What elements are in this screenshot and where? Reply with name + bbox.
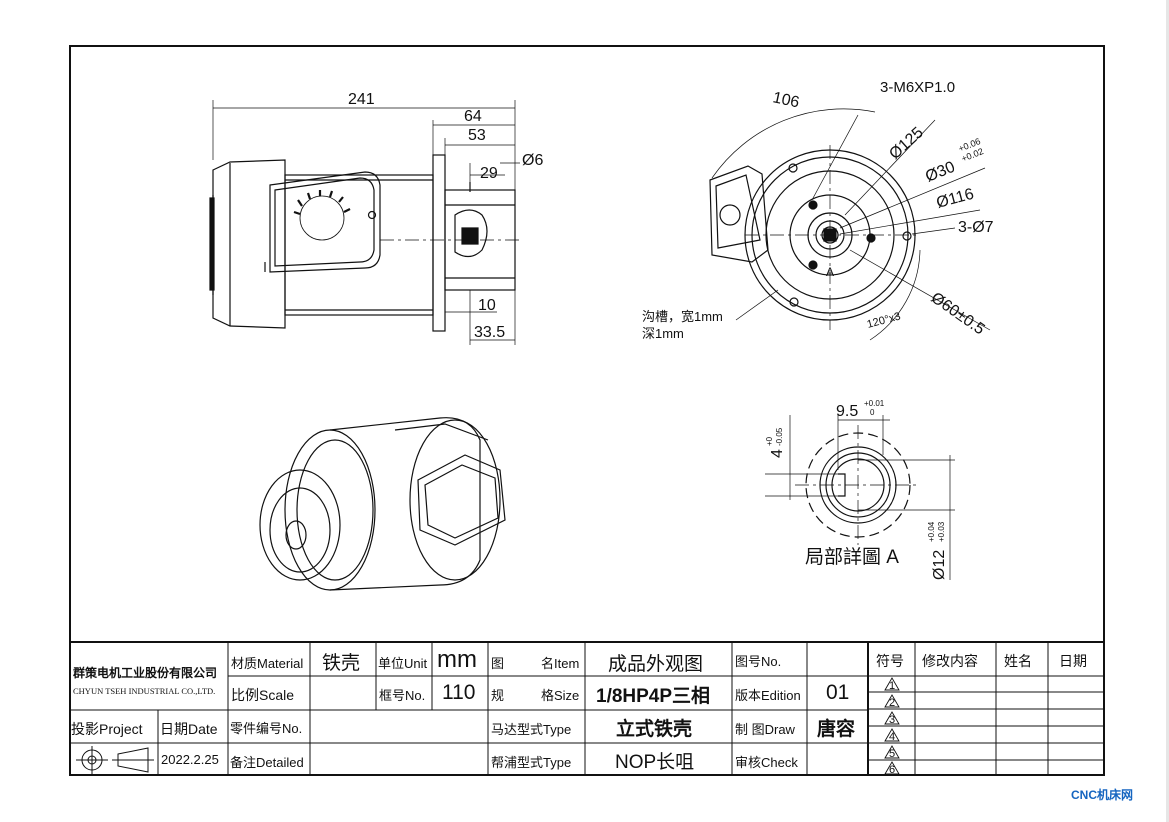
rev-mark-2: 2: [889, 697, 895, 709]
title-block-grid: [69, 641, 1105, 776]
sy-logo: [293, 190, 351, 241]
item-value: 成品外观图: [608, 654, 704, 675]
date-value: 2022.2.25: [161, 752, 219, 767]
watermark-text: CNC机床网: [1071, 788, 1133, 802]
rev-mark-5: 5: [889, 748, 895, 760]
dim-d116: Ø116: [935, 186, 976, 212]
company-name-en: CHYUN TSEH INDUSTRIAL CO.,LTD.: [73, 686, 216, 696]
motor-type-value: 立式铁壳: [616, 719, 693, 740]
detail-a-title: 局部詳圖 A: [805, 546, 899, 568]
section-mark-a: A: [826, 265, 834, 279]
side-view-dimensions: [212, 100, 520, 345]
motor-side-view: [209, 154, 520, 332]
groove-note-width: 沟槽，宽1mm: [642, 309, 723, 324]
dim-241: 241: [348, 91, 375, 108]
dim-3-m6: 3-M6XP1.0: [880, 79, 955, 96]
draw-value: 唐容: [817, 719, 856, 740]
rev-mark-4: 4: [889, 731, 895, 743]
dim-106: 106: [771, 89, 801, 111]
rev-header-name: 姓名: [1004, 653, 1032, 669]
revision-triangles: [884, 677, 900, 775]
dim-d125: Ø125: [886, 124, 927, 163]
rev-header-content: 修改内容: [922, 653, 978, 669]
rev-mark-1: 1: [889, 680, 895, 692]
projection-symbol-icon: [76, 746, 154, 774]
edition-label: 版本Edition: [735, 688, 801, 703]
material-value: 铁壳: [322, 653, 361, 674]
front-view-dimensions: [711, 108, 991, 341]
check-label: 审核Check: [735, 755, 798, 770]
dim-9-5-tol-up: +0.01: [864, 399, 885, 408]
item-label-2: 名Item: [541, 656, 580, 671]
rev-mark-6: 6: [889, 764, 895, 776]
motor-type-label: 马达型式Type: [491, 722, 572, 737]
dim-9-5-tol-dn: 0: [870, 408, 875, 417]
material-label: 材质Material: [231, 656, 304, 671]
dim-9-5: 9.5: [836, 403, 858, 420]
dim-4: 4: [769, 449, 786, 458]
dim-4-tol-up: +0: [765, 436, 774, 446]
date-label: 日期Date: [160, 721, 218, 737]
dim-33-5: 33.5: [474, 324, 505, 341]
page-edge: [1166, 0, 1169, 822]
dim-d60: Ø60±0.5: [928, 289, 988, 338]
edition-value: 01: [826, 681, 850, 704]
unit-value: mm: [437, 646, 477, 673]
dim-64: 64: [464, 108, 482, 125]
dim-4-tol-dn: -0.05: [775, 427, 784, 446]
dim-120x3: 120°x3: [866, 310, 902, 330]
rev-header-mark: 符号: [876, 653, 904, 669]
size-label-1: 规: [491, 688, 505, 703]
motor-isometric-view: [259, 417, 506, 591]
detailed-label: 备注Detailed: [230, 755, 304, 770]
draw-label: 制 图Draw: [735, 722, 795, 737]
frame-value: 110: [442, 681, 476, 704]
detail-a-view: [795, 425, 920, 545]
size-label-2: 格Size: [541, 688, 580, 703]
dim-29: 29: [480, 165, 498, 182]
rev-header-date: 日期: [1059, 653, 1087, 669]
dim-d12-tol-dn: +0.03: [937, 521, 946, 542]
dim-3-d7: 3-Ø7: [958, 219, 994, 236]
scale-label: 比例Scale: [231, 687, 295, 703]
rev-mark-3: 3: [889, 714, 895, 726]
part-no-label: 零件编号No.: [230, 721, 303, 736]
dim-d12-tol-up: +0.04: [927, 521, 936, 542]
drawing-frame: [69, 45, 1105, 776]
dim-d12: Ø12: [931, 550, 948, 580]
item-label-1: 图: [491, 656, 505, 671]
unit-label: 单位Unit: [378, 656, 428, 671]
pump-type-label: 帮浦型式Type: [491, 755, 572, 770]
dim-53: 53: [468, 127, 486, 144]
size-value: 1/8HP4P三相: [596, 686, 711, 707]
drawing-no-label: 图号No.: [735, 654, 782, 669]
project-label: 投影Project: [71, 721, 143, 737]
pump-type-value: NOP长咀: [615, 752, 695, 773]
groove-note-depth: 深1mm: [642, 326, 684, 341]
dim-10: 10: [478, 297, 496, 314]
frame-label: 框号No.: [379, 688, 426, 703]
motor-front-view: [709, 145, 920, 330]
detail-a-dimensions: [765, 415, 955, 580]
company-name-cn: 群策电机工业股份有限公司: [73, 666, 218, 680]
dim-hole-6: Ø6: [522, 152, 543, 169]
